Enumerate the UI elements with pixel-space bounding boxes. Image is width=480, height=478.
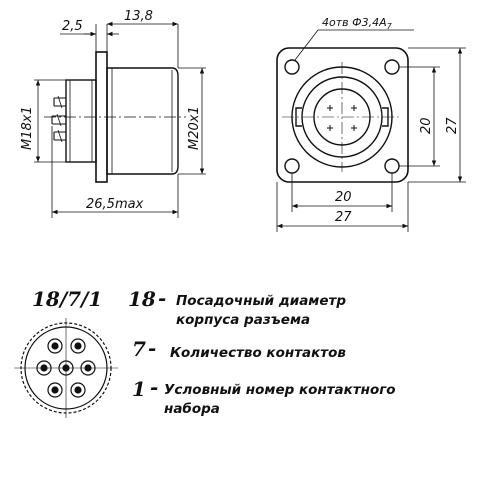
- dim-body-length: 13,8: [124, 9, 153, 24]
- front-contacts: [327, 105, 357, 131]
- side-view-dimensions: [34, 21, 206, 218]
- legend-item-dash: -: [150, 375, 158, 399]
- legend-item: 18 - Посадочный диаметр корпуса разъема: [128, 286, 346, 328]
- dim-flange-horizontal: 27: [335, 210, 352, 225]
- mounting-hole: [284, 158, 300, 174]
- contact-pin-icon: [70, 382, 86, 398]
- contact-pin-icon: [47, 382, 63, 398]
- designation-code: 18/7/1: [32, 287, 102, 311]
- front-view: [276, 47, 409, 183]
- hole-note-subscript: 7: [387, 22, 393, 31]
- dim-flange-vertical: 27: [445, 117, 460, 134]
- legend-item-number: 1: [132, 377, 146, 401]
- legend-item-line1: Количество контактов: [170, 345, 346, 361]
- legend-item: 7 - Количество контактов: [132, 336, 346, 361]
- front-body: [106, 67, 179, 175]
- hole-note-text: 4отв Ф3,4А: [322, 16, 387, 29]
- legend-item-line2: корпуса разъема: [176, 312, 310, 328]
- front-view-dimensions: [276, 29, 466, 232]
- key-lug: [295, 107, 302, 127]
- rear-thread-body: [65, 79, 97, 163]
- dim-front-thread: M20x1: [187, 106, 202, 150]
- contact-pin-icon: [80, 360, 96, 376]
- dim-hole-spacing-vertical: 20: [419, 117, 434, 134]
- legend-item-line1: Условный номер контактного: [164, 382, 396, 398]
- rear-contact-pins: [51, 95, 66, 143]
- legend-item-dash: -: [158, 286, 166, 310]
- legend-item-line2: набора: [164, 401, 220, 417]
- legend-item-dash: -: [148, 336, 156, 360]
- legend-item-number: 18: [128, 287, 156, 311]
- contact-pin-icon: [58, 360, 74, 376]
- side-view: [44, 51, 186, 183]
- mounting-hole: [384, 59, 400, 75]
- dim-flange-thickness: 2,5: [62, 19, 83, 34]
- mounting-hole: [384, 158, 400, 174]
- hole-note: 4отв Ф3,4А7: [322, 16, 393, 31]
- contact-pin-icon: [47, 338, 63, 354]
- dim-overall-length: 26,5max: [86, 197, 144, 212]
- contact-pin-icon: [36, 360, 52, 376]
- legend-item-number: 7: [132, 337, 146, 361]
- contact-layout-icon: [14, 318, 118, 418]
- dim-hole-spacing-horizontal: 20: [335, 190, 352, 205]
- mounting-hole: [284, 59, 300, 75]
- dim-rear-thread: M18x1: [20, 106, 35, 150]
- legend-item: 1 - Условный номер контактного набора: [132, 375, 396, 417]
- flange-outline: [276, 47, 409, 183]
- contact-pin-icon: [70, 338, 86, 354]
- legend-item-line1: Посадочный диаметр: [176, 293, 346, 309]
